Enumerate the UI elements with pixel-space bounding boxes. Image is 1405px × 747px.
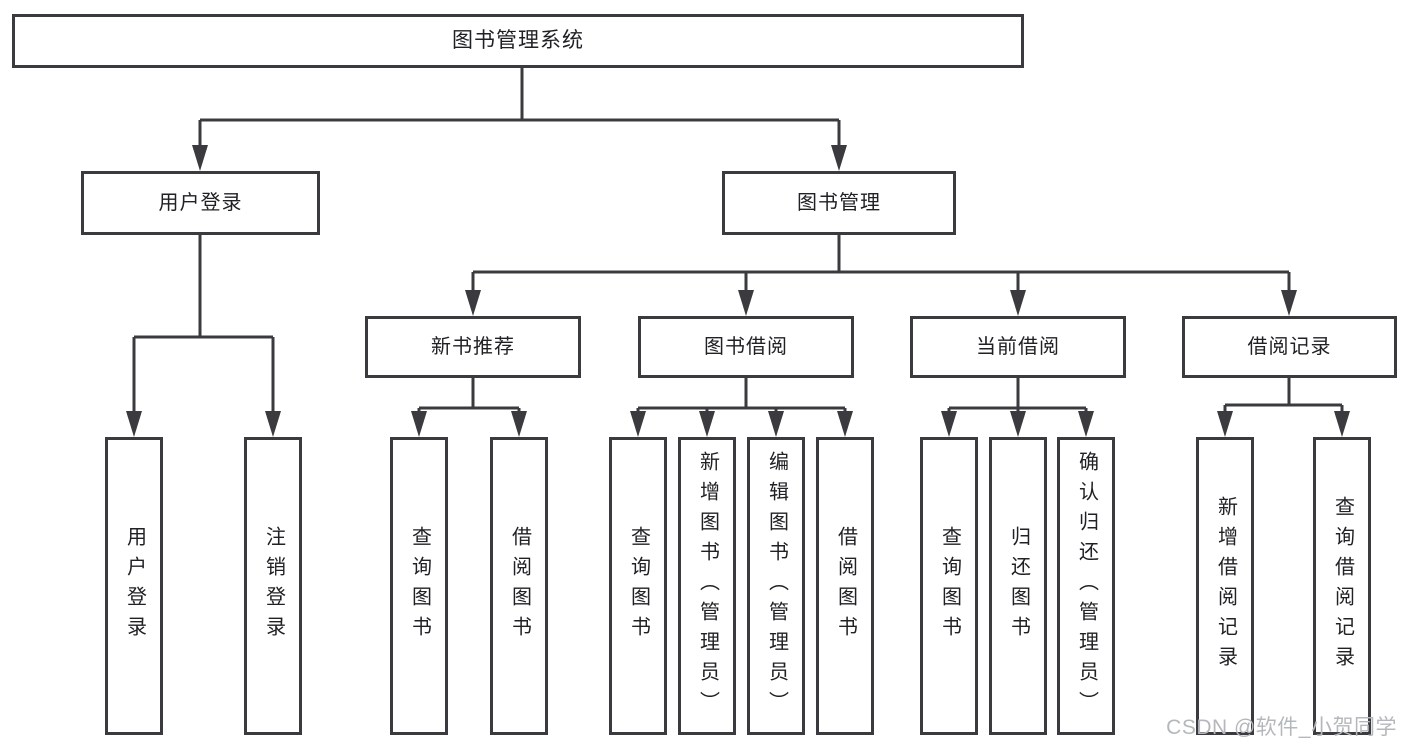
node-label: 新增借阅记录 <box>1214 496 1237 676</box>
node-library-management-system: 图书管理系统 <box>12 14 1024 68</box>
node-label: 借阅图书 <box>508 526 531 646</box>
node-label: 用户登录 <box>123 526 146 646</box>
node-label: 新书推荐 <box>431 336 515 358</box>
leaf-current-query-books: 查询图书 <box>920 437 978 735</box>
node-label: 查询借阅记录 <box>1331 496 1354 676</box>
leaf-current-confirm-return-admin: 确认归还（管理员） <box>1057 437 1115 735</box>
node-label: 图书借阅 <box>704 336 788 358</box>
node-label: 编辑图书（管理员） <box>765 451 788 721</box>
leaf-logout: 注销登录 <box>244 437 302 735</box>
leaf-recommend-borrow-books: 借阅图书 <box>490 437 548 735</box>
node-label: 查询图书 <box>408 526 431 646</box>
csdn-watermark: CSDN @软件_小贺同学 <box>1166 716 1397 739</box>
node-borrowing-records: 借阅记录 <box>1182 316 1397 378</box>
leaf-current-return-books: 归还图书 <box>989 437 1047 735</box>
leaf-recommend-query-books: 查询图书 <box>390 437 448 735</box>
node-book-borrowing: 图书借阅 <box>638 316 854 378</box>
leaf-user-login: 用户登录 <box>105 437 163 735</box>
connector-edges <box>132 68 1344 417</box>
node-label: 图书管理系统 <box>452 29 584 53</box>
node-new-book-recommend: 新书推荐 <box>365 316 581 378</box>
node-label: 借阅记录 <box>1247 336 1332 358</box>
node-label: 确认归还（管理员） <box>1075 451 1098 721</box>
node-label: 注销登录 <box>262 526 285 646</box>
arrowheads <box>126 145 1350 437</box>
leaf-records-query-record: 查询借阅记录 <box>1313 437 1371 735</box>
leaf-borrow-query-books: 查询图书 <box>609 437 667 735</box>
node-label: 归还图书 <box>1007 526 1030 646</box>
node-label: 图书管理 <box>797 192 881 214</box>
node-label: 查询图书 <box>627 526 650 646</box>
node-label: 当前借阅 <box>976 336 1060 358</box>
leaf-borrow-add-books-admin: 新增图书（管理员） <box>678 437 736 735</box>
node-book-management: 图书管理 <box>722 171 956 235</box>
leaf-borrow-borrow-books: 借阅图书 <box>816 437 874 735</box>
node-label: 新增图书（管理员） <box>696 451 719 721</box>
node-label: 借阅图书 <box>834 526 857 646</box>
leaf-borrow-edit-books-admin: 编辑图书（管理员） <box>747 437 805 735</box>
leaf-records-add-record: 新增借阅记录 <box>1196 437 1254 735</box>
node-label: 用户登录 <box>158 192 243 214</box>
node-current-borrowing: 当前借阅 <box>910 316 1126 378</box>
node-user-login: 用户登录 <box>81 171 320 235</box>
node-label: 查询图书 <box>938 526 961 646</box>
